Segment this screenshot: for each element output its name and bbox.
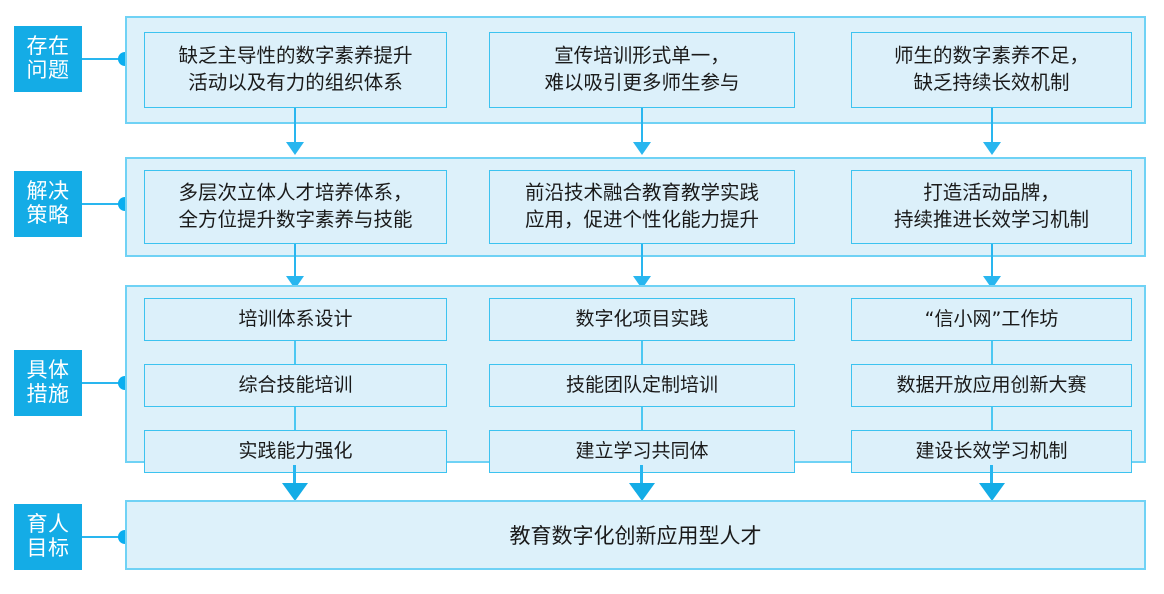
problem-box-3: 师生的数字素养不足， 缺乏持续长效机制 xyxy=(851,32,1132,108)
strategy-box-1-line2: 全方位提升数字素养与技能 xyxy=(178,208,413,231)
measure-box-1-1: 培训体系设计 xyxy=(144,298,447,341)
stack-link-col3-b xyxy=(991,407,993,430)
goal-box-label: 教育数字化创新应用型人才 xyxy=(509,524,762,548)
measure-box-1-3: 实践能力强化 xyxy=(144,430,447,473)
band-label-strategies-line1: 解决 xyxy=(26,178,70,203)
arrow-measures1-to-goal xyxy=(282,483,308,501)
measure-box-3-1: “信小网”工作坊 xyxy=(851,298,1132,341)
measure-box-1-2: 综合技能培训 xyxy=(144,364,447,407)
band-label-strategies-line2: 策略 xyxy=(26,202,70,227)
measure-box-1-2-label: 综合技能培训 xyxy=(238,374,353,397)
band-label-measures: 具体 措施 xyxy=(14,350,82,416)
stack-link-col1-a xyxy=(294,341,296,364)
stack-link-col3-a xyxy=(991,341,993,364)
arrow-measures2-to-goal xyxy=(629,483,655,501)
stack-link-col1-b xyxy=(294,407,296,430)
band-label-measures-line1: 具体 xyxy=(26,357,70,382)
arrow-problem2-to-strategy2 xyxy=(633,142,651,155)
tag-connector-problems xyxy=(82,58,127,60)
arrow-problem1-to-strategy1 xyxy=(286,142,304,155)
measure-box-3-3-label: 建设长效学习机制 xyxy=(915,440,1068,463)
band-label-problems-line2: 问题 xyxy=(26,57,70,82)
measure-box-1-1-label: 培训体系设计 xyxy=(238,308,353,331)
problem-box-2-line1: 宣传培训形式单一， xyxy=(554,44,730,68)
strategy-box-1-line1: 多层次立体人才培养体系， xyxy=(178,181,413,205)
tag-connector-goal xyxy=(82,536,127,538)
stack-link-col2-a xyxy=(641,341,643,364)
strategy-box-2-line1: 前沿技术融合教育教学实践 xyxy=(524,181,759,205)
arrow-problem3-to-strategy3 xyxy=(983,142,1001,155)
measure-box-2-2: 技能团队定制培训 xyxy=(489,364,795,407)
measure-box-3-1-label: “信小网”工作坊 xyxy=(924,308,1059,331)
connector-problem3-to-strategy3 xyxy=(991,108,993,144)
connector-strategy3-to-measures3 xyxy=(991,244,993,278)
measure-box-2-3-label: 建立学习共同体 xyxy=(575,440,709,463)
problem-box-2-line2: 难以吸引更多师生参与 xyxy=(544,71,740,94)
measure-box-3-2: 数据开放应用创新大赛 xyxy=(851,364,1132,407)
band-label-strategies: 解决 策略 xyxy=(14,171,82,237)
measure-box-2-3: 建立学习共同体 xyxy=(489,430,795,473)
connector-problem2-to-strategy2 xyxy=(641,108,643,144)
strategy-box-3: 打造活动品牌， 持续推进长效学习机制 xyxy=(851,170,1132,244)
connector-measures1-to-goal xyxy=(293,465,296,485)
tag-connector-strategies xyxy=(82,203,127,205)
band-label-goal-line2: 目标 xyxy=(26,535,70,560)
measure-box-1-3-label: 实践能力强化 xyxy=(238,440,353,463)
band-label-measures-line2: 措施 xyxy=(26,381,70,406)
band-label-problems: 存在 问题 xyxy=(14,26,82,92)
band-label-goal: 育人 目标 xyxy=(14,504,82,570)
measure-box-3-2-label: 数据开放应用创新大赛 xyxy=(896,374,1087,397)
stack-link-col2-b xyxy=(641,407,643,430)
band-label-goal-line1: 育人 xyxy=(26,511,70,536)
problem-box-3-line2: 缺乏持续长效机制 xyxy=(913,71,1070,94)
problem-box-1-line1: 缺乏主导性的数字素养提升 xyxy=(178,44,413,68)
goal-box: 教育数字化创新应用型人才 xyxy=(125,500,1146,570)
measure-box-2-1-label: 数字化项目实践 xyxy=(575,308,709,331)
connector-strategy1-to-measures1 xyxy=(294,244,296,278)
measure-box-2-1: 数字化项目实践 xyxy=(489,298,795,341)
connector-measures3-to-goal xyxy=(990,465,993,485)
strategy-box-3-line2: 持续推进长效学习机制 xyxy=(893,208,1089,231)
connector-problem1-to-strategy1 xyxy=(294,108,296,144)
connector-measures2-to-goal xyxy=(640,465,643,485)
strategy-box-2: 前沿技术融合教育教学实践 应用，促进个性化能力提升 xyxy=(489,170,795,244)
arrow-measures3-to-goal xyxy=(979,483,1005,501)
problem-box-3-line1: 师生的数字素养不足， xyxy=(893,44,1089,68)
strategy-box-1: 多层次立体人才培养体系， 全方位提升数字素养与技能 xyxy=(144,170,447,244)
measure-box-2-2-label: 技能团队定制培训 xyxy=(565,374,718,397)
strategy-box-3-line1: 打造活动品牌， xyxy=(923,181,1060,205)
problem-box-1: 缺乏主导性的数字素养提升 活动以及有力的组织体系 xyxy=(144,32,447,108)
problem-box-2: 宣传培训形式单一， 难以吸引更多师生参与 xyxy=(489,32,795,108)
connector-strategy2-to-measures2 xyxy=(641,244,643,278)
strategy-box-2-line2: 应用，促进个性化能力提升 xyxy=(524,208,759,231)
problem-box-1-line2: 活动以及有力的组织体系 xyxy=(188,71,403,94)
band-label-problems-line1: 存在 xyxy=(26,33,70,58)
tag-connector-measures xyxy=(82,382,127,384)
